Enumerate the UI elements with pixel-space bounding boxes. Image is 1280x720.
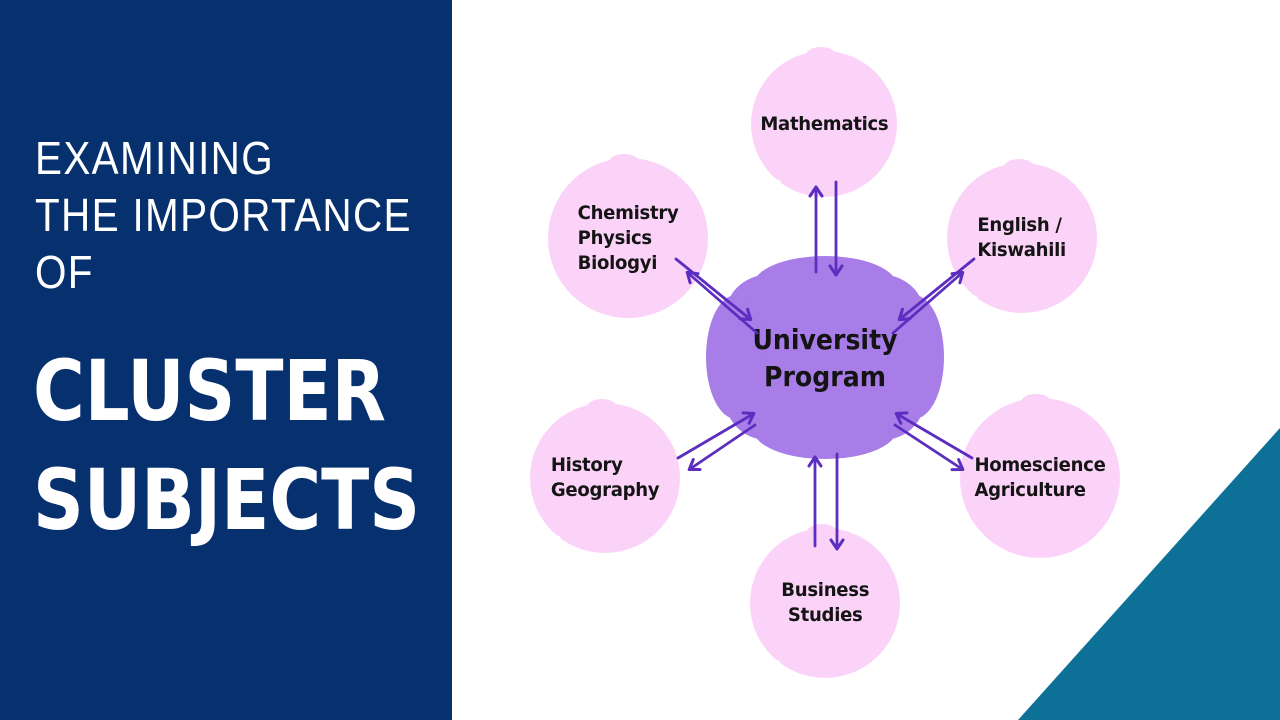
node-chemistry-physics-biology: Chemistry Physics Biologyi <box>548 154 708 318</box>
page-title: CLUSTER SUBJECTS <box>33 337 494 555</box>
node-english-kiswahili: English / Kiswahili <box>947 159 1097 313</box>
node-business-studies: Business Studies <box>750 524 900 678</box>
subtitle-line: EXAMINING <box>35 132 275 184</box>
title-line: SUBJECTS <box>33 451 421 549</box>
node-label-line: English / <box>977 214 1063 236</box>
node-label-line: Studies <box>787 604 863 626</box>
title-line: CLUSTER <box>33 342 387 440</box>
center-hub-label: University Program <box>713 250 938 465</box>
node-label-line: Physics <box>577 226 653 249</box>
node-homescience-agriculture: Homescience Agriculture <box>960 394 1120 558</box>
center-blob-shape <box>706 256 944 459</box>
center-hub-label-line: Program <box>764 359 886 393</box>
node-label-line: Homescience <box>974 454 1106 476</box>
center-hub-label-line: University <box>752 322 898 356</box>
subtitle-line: THE IMPORTANCE <box>35 189 412 241</box>
node-label: History Geography <box>550 453 660 503</box>
node-label-line: Chemistry <box>577 201 679 224</box>
node-label: English / Kiswahili <box>978 213 1067 263</box>
node-label-line: Geography <box>550 479 660 501</box>
node-label-line: Kiswahili <box>977 239 1067 261</box>
node-label: Homescience Agriculture <box>974 453 1105 503</box>
node-label: Mathematics <box>760 112 888 137</box>
node-label: Chemistry Physics Biologyi <box>578 201 679 276</box>
page-subtitle: EXAMINING THE IMPORTANCE OF <box>35 130 463 301</box>
node-label-line: Mathematics <box>760 112 888 135</box>
node-label-line: Agriculture <box>974 479 1086 501</box>
node-history-geography: History Geography <box>530 399 680 553</box>
node-label-line: Biologyi <box>577 251 658 274</box>
left-title-panel: EXAMINING THE IMPORTANCE OF CLUSTER SUBJ… <box>0 0 452 720</box>
center-hub: University Program <box>700 250 950 465</box>
node-label-line: History <box>550 454 623 476</box>
node-label: Business Studies <box>781 578 869 628</box>
node-label-line: Business <box>781 579 869 601</box>
node-mathematics: Mathematics <box>751 47 897 197</box>
subtitle-line: OF <box>35 246 94 298</box>
